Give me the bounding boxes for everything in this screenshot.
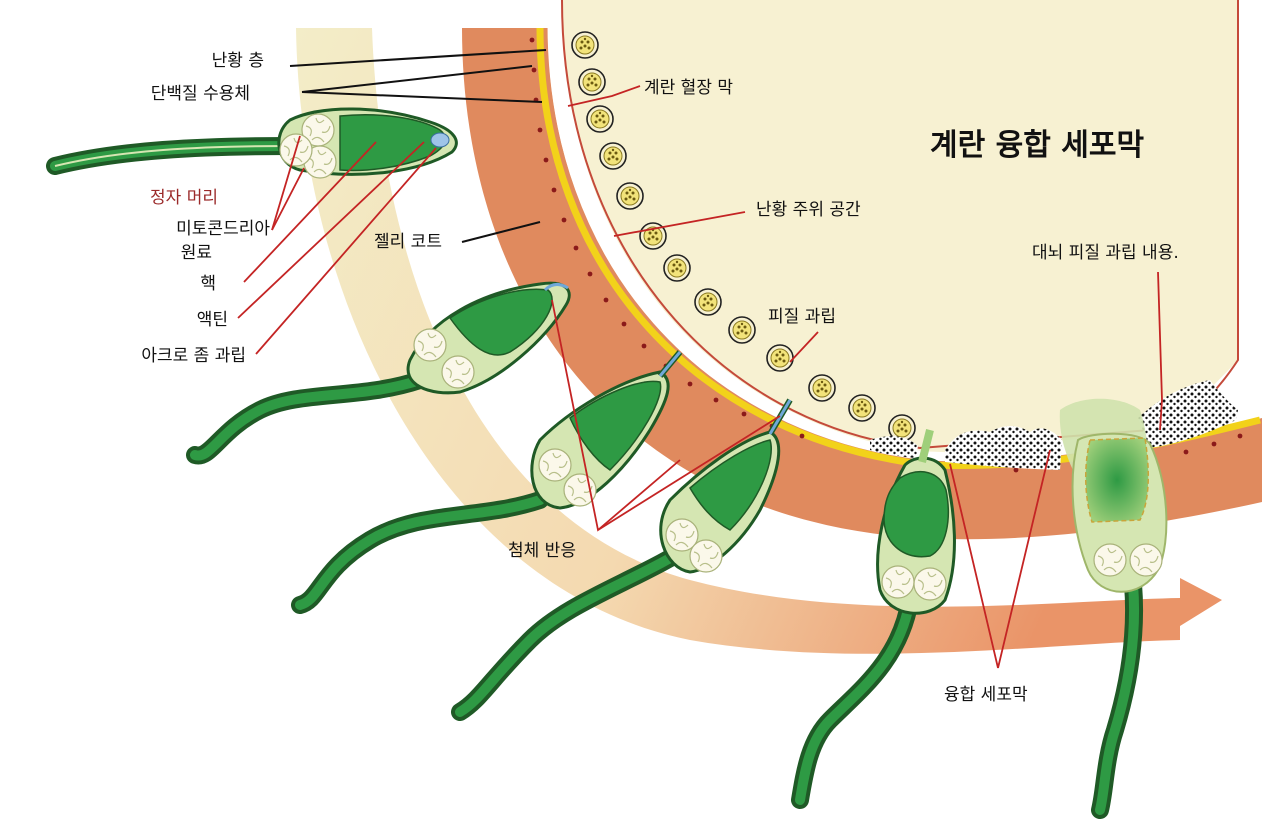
sperm-3-tail <box>291 491 549 614</box>
sperm-5 <box>791 429 956 809</box>
sperm-4 <box>451 398 793 721</box>
sperm-3-nucleus <box>569 380 662 471</box>
label-cortical-granule: 피질 과립 <box>768 307 836 327</box>
label-acrosomal-reaction: 첨체 반응 <box>508 541 576 561</box>
sperm-1 <box>46 107 458 179</box>
jelly-coat-layer <box>462 28 1262 540</box>
sperm-4-nucleus <box>689 439 772 531</box>
sperm-1-acrosome <box>430 132 450 148</box>
cortical-granule-contents <box>870 380 1238 470</box>
label-mitochondria-2: 원료 <box>181 243 212 263</box>
sperm-2 <box>186 281 571 465</box>
label-fused-membrane: 융합 세포막 <box>944 685 1028 705</box>
label-egg-fusion-membrane: 계란 융합 세포막 <box>930 128 1144 163</box>
sperm-2-nucleus <box>448 288 553 356</box>
label-protein-receptor: 단백질 수용체 <box>151 84 250 104</box>
label-nucleus: 핵 <box>200 274 216 294</box>
label-mitochondria: 미토콘드리아 <box>176 219 270 239</box>
label-cortical-contents: 대뇌 피질 과립 내용. <box>1032 243 1179 263</box>
label-sperm-head: 정자 머리 <box>150 188 218 208</box>
sperm-6-nucleus <box>1085 437 1150 523</box>
label-perivitelline-space: 난황 주위 공간 <box>756 200 861 220</box>
label-actin: 액틴 <box>197 310 228 330</box>
label-egg-plasma-membrane: 계란 혈장 막 <box>644 78 733 98</box>
label-acrosomal-granule: 아크로 좀 과립 <box>141 346 246 366</box>
leader-lines <box>237 49 1163 669</box>
label-jelly-coat: 젤리 코트 <box>374 232 442 252</box>
sperm-6 <box>1059 398 1168 819</box>
egg-cytoplasm <box>562 0 1238 455</box>
sperm-5-nucleus <box>883 471 949 558</box>
sperm-3 <box>291 350 683 614</box>
label-vitelline-layer: 난황 층 <box>212 51 264 71</box>
